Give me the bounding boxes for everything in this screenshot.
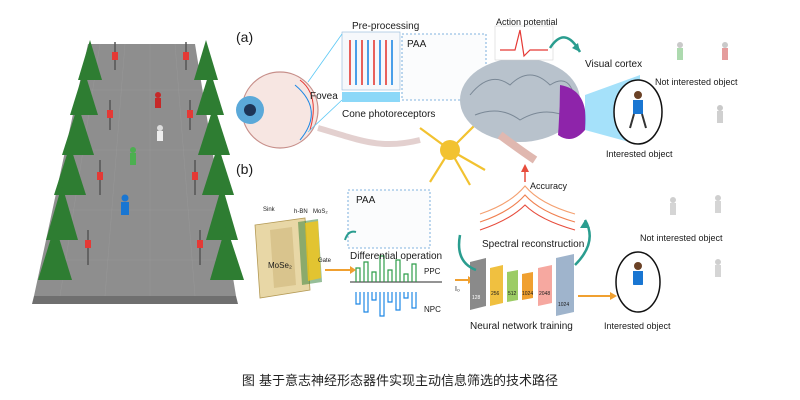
panel-b-tag: (b) <box>236 161 254 177</box>
nn-number: 256 <box>491 291 500 297</box>
device-stack <box>254 217 322 299</box>
left-tree-row <box>38 40 102 280</box>
stack-label-gate: Gate <box>318 258 332 264</box>
right-tree-row <box>194 40 244 280</box>
interested-label-b: Interested object <box>604 321 671 331</box>
eye <box>236 71 319 149</box>
cone-photoreceptors-label: Cone photoreceptors <box>342 109 436 120</box>
background-pedestrians-a <box>677 42 728 123</box>
ppc-label: PPC <box>424 267 441 276</box>
panel-a-tag: (a) <box>236 29 254 45</box>
nn-training-label: Neural network training <box>470 321 573 332</box>
npc-label: NPC <box>424 305 441 314</box>
fovea-label: Fovea <box>310 91 338 102</box>
spectral-label: Spectral reconstruction <box>482 239 585 250</box>
spike-train-neg <box>355 292 417 317</box>
stack-label-mos2: MoS₂ <box>313 209 328 215</box>
action-potential-inset <box>494 25 554 61</box>
differential-label: Differential operation <box>350 251 443 262</box>
interested-person-b <box>629 262 647 299</box>
stack-label-mose2: MoSe₂ <box>268 261 293 270</box>
interested-label-a: Interested object <box>606 149 673 159</box>
nn-number: 1024 <box>558 302 570 308</box>
nn-number: 128 <box>472 295 481 301</box>
spectral-curves <box>479 185 576 231</box>
spike-train <box>350 255 442 283</box>
nn-number: 2048 <box>539 291 551 297</box>
i0-label: I₀ <box>455 286 460 293</box>
background-pedestrians-b <box>670 195 721 277</box>
paa-label-a: PAA <box>407 39 427 50</box>
visual-cortex-label: Visual cortex <box>585 59 643 70</box>
stack-label-hbn: h-BN <box>294 209 308 215</box>
visual-cortex-area <box>558 85 586 139</box>
pedestrians <box>121 92 163 215</box>
neuron <box>419 121 486 186</box>
preprocessing-label: Pre-processing <box>352 21 420 32</box>
stack-label-sink: Sink <box>263 207 275 213</box>
paa-label-b: PAA <box>356 195 376 206</box>
retina-layers <box>341 31 401 102</box>
brain <box>460 58 580 164</box>
not-interested-label-a: Not interested object <box>655 77 738 87</box>
figure-caption: 图 基于意志神经形态器件实现主动信息筛选的技术路径 <box>241 374 559 389</box>
interested-person-a <box>629 91 647 129</box>
street-scene <box>32 40 244 304</box>
neural-network-blocks <box>470 254 574 316</box>
action-potential-label: Action potential <box>496 17 558 27</box>
nn-number: 512 <box>508 291 517 297</box>
nn-number: 1024 <box>522 291 534 297</box>
accuracy-label: Accuracy <box>530 181 568 191</box>
not-interested-label-b: Not interested object <box>640 233 723 243</box>
paa-inset-b <box>347 189 431 249</box>
